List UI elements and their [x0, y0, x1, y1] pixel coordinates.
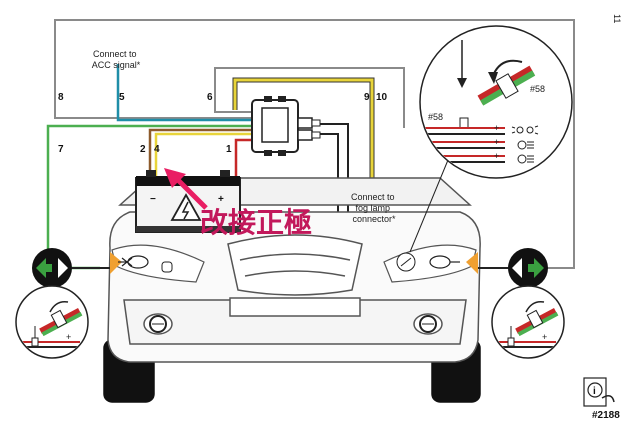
turn-signal-right [466, 252, 478, 274]
indicator-right [508, 248, 548, 288]
curved-arrow-icon [49, 300, 69, 313]
wire-number-10: 10 [376, 92, 388, 103]
foglight-icon [517, 154, 534, 164]
wire-number-6: 6 [207, 92, 213, 103]
warning-triangle-icon [170, 193, 202, 221]
wire-numbers: 8 5 6 9 10 7 2 4 1 [58, 92, 388, 155]
rail-label: + [494, 151, 499, 161]
wire-number-2: 2 [140, 144, 146, 155]
connector-plug-icon [396, 252, 416, 272]
inset-minus: − [534, 342, 539, 352]
parking-light-icon [161, 261, 173, 273]
rail-label: + [494, 137, 499, 147]
fuse-label-left: #58 [428, 112, 443, 122]
rail-label: + [494, 123, 499, 133]
wire-number-8: 8 [58, 92, 64, 103]
wire-number-1: 1 [226, 144, 232, 155]
headlight-right [383, 244, 478, 283]
inset-leader-line [409, 159, 449, 253]
annotation-arrow [164, 168, 208, 210]
inset-bottom-left: + − [15, 285, 89, 359]
fuse-label-top: #58 [530, 84, 545, 94]
info-book-icon: i [583, 377, 615, 407]
inset-fuse-detail: #58 #58 + − + − + − [419, 25, 573, 179]
wire-number-7: 7 [58, 144, 64, 155]
annotation-text: 改接正極 [200, 206, 312, 239]
inset-bottom-right: + − [491, 285, 565, 359]
power-rails [421, 127, 505, 163]
inset-plus: + [66, 332, 71, 342]
headlight-left [110, 244, 205, 283]
inset-plus: + [542, 332, 547, 342]
diagram-id: #2188 [592, 410, 620, 421]
turn-signal-icon [36, 258, 52, 278]
battery-minus: − [150, 194, 156, 205]
teal-wire [116, 64, 262, 122]
inset-minus: − [58, 342, 63, 352]
wire-number-4: 4 [154, 144, 160, 155]
fog-lamp-left [149, 315, 167, 333]
battery-neg-wires [148, 128, 262, 178]
page-mark: 11 [612, 14, 622, 23]
fog-lamp-right [419, 315, 437, 333]
battery-plus: + [218, 194, 224, 205]
fog-label: Connect to fog lamp connector* [351, 192, 397, 224]
relay-module [251, 96, 321, 156]
yellow-wire [232, 77, 375, 188]
headlight-icon [429, 255, 460, 269]
rail-label: − [494, 143, 499, 153]
indicator-left [32, 248, 72, 288]
parking-light-icon [511, 125, 539, 135]
gray-wire-frame [54, 19, 575, 269]
headlight-icon [118, 255, 149, 269]
wire-6 [214, 67, 405, 128]
acc-label: Connect to ACC signal* [92, 49, 141, 70]
svg-text:i: i [593, 386, 596, 397]
wire-number-5: 5 [119, 92, 125, 103]
turn-signal-left [110, 252, 122, 274]
rail-label: − [494, 129, 499, 139]
rail-label: − [494, 157, 499, 167]
turn-signal-icon [528, 258, 544, 278]
headlight-icon [517, 140, 534, 150]
curved-arrow-icon [525, 300, 545, 313]
battery: − + [135, 170, 241, 233]
wire-number-9: 9 [364, 92, 370, 103]
